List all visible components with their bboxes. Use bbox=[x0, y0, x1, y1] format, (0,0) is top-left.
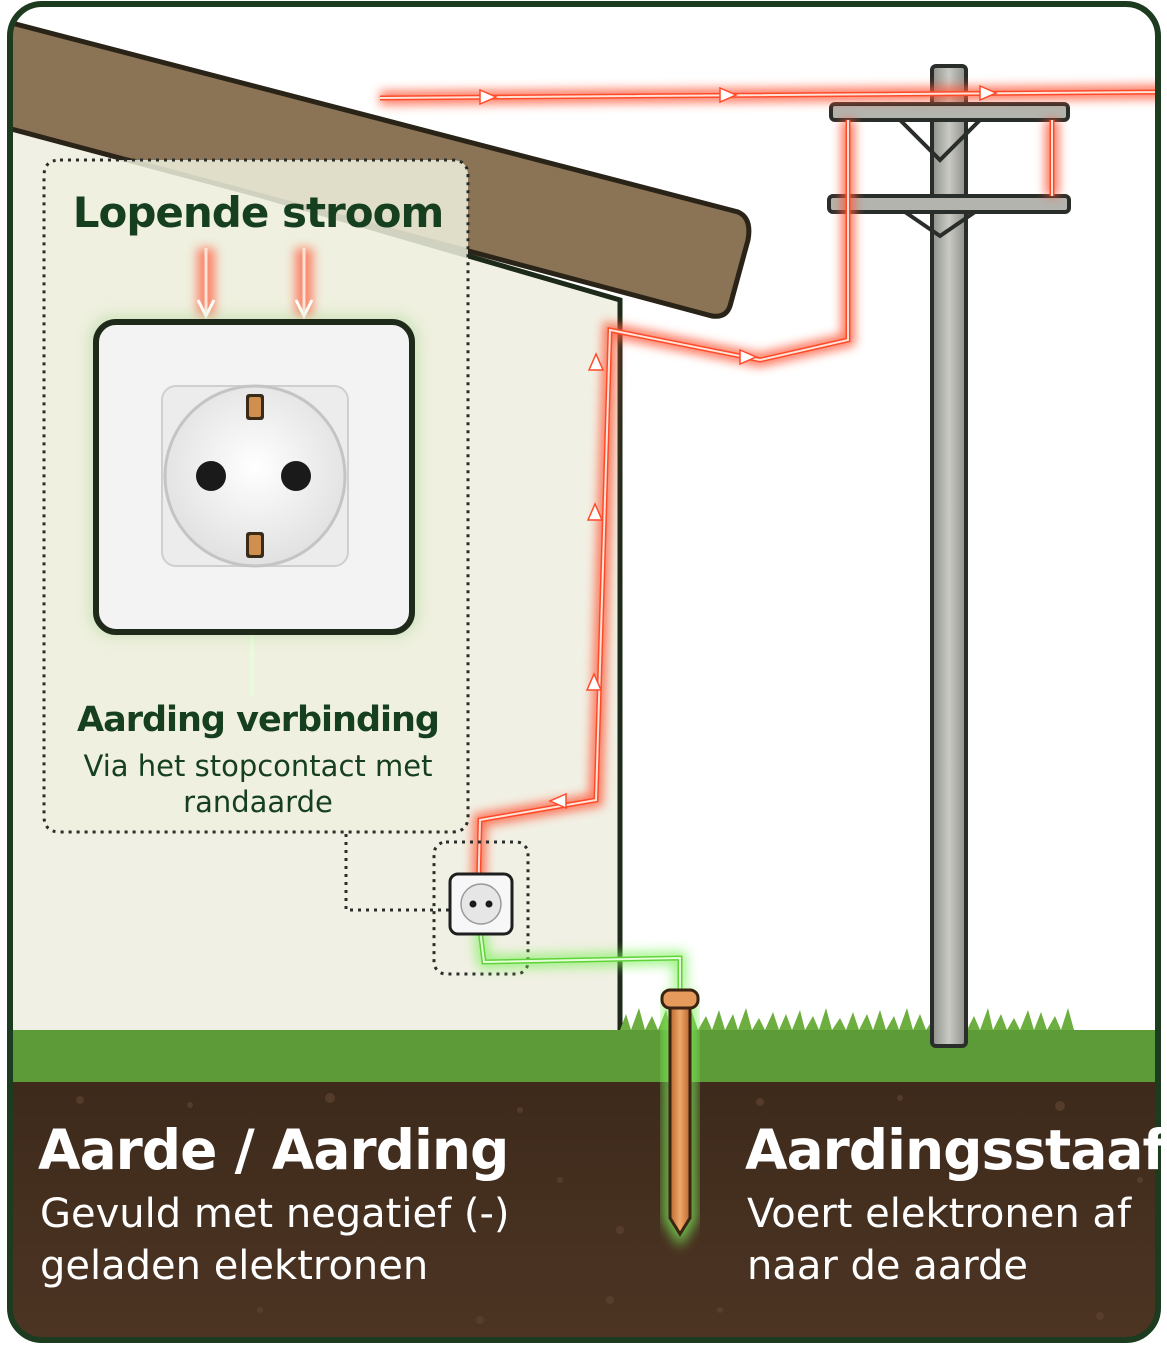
earth-title: Aarde / Aarding bbox=[38, 1118, 509, 1182]
grounding-connection-title: Aarding verbinding bbox=[77, 700, 440, 740]
outlet-panel-title: Lopende stroom bbox=[72, 188, 445, 237]
wall-outlet-icon bbox=[88, 314, 420, 638]
grass-blades bbox=[620, 1008, 1158, 1030]
grounding-connection-subtitle: Via het stopcontact met randaarde bbox=[83, 749, 433, 819]
diagram-frame bbox=[7, 1, 1161, 1343]
live-current-wires bbox=[379, 85, 1158, 906]
rod-subtitle: Voert elektronen af naar de aarde bbox=[747, 1191, 1132, 1289]
small-outlet-icon bbox=[448, 872, 514, 936]
grass-band bbox=[10, 1030, 1158, 1090]
small-outlet-callout bbox=[432, 840, 530, 976]
soil bbox=[10, 1082, 1158, 1340]
current-arrow-icon bbox=[479, 84, 998, 810]
grounding-rod-icon bbox=[660, 988, 700, 1248]
earth-subtitle: Gevuld met negatief (-) geladen elektron… bbox=[40, 1191, 510, 1289]
utility-pole-icon bbox=[827, 64, 1071, 1048]
soil-texture bbox=[76, 1093, 1143, 1324]
callout-connector bbox=[344, 834, 450, 912]
rod-title: Aardingsstaaf bbox=[745, 1118, 1166, 1182]
